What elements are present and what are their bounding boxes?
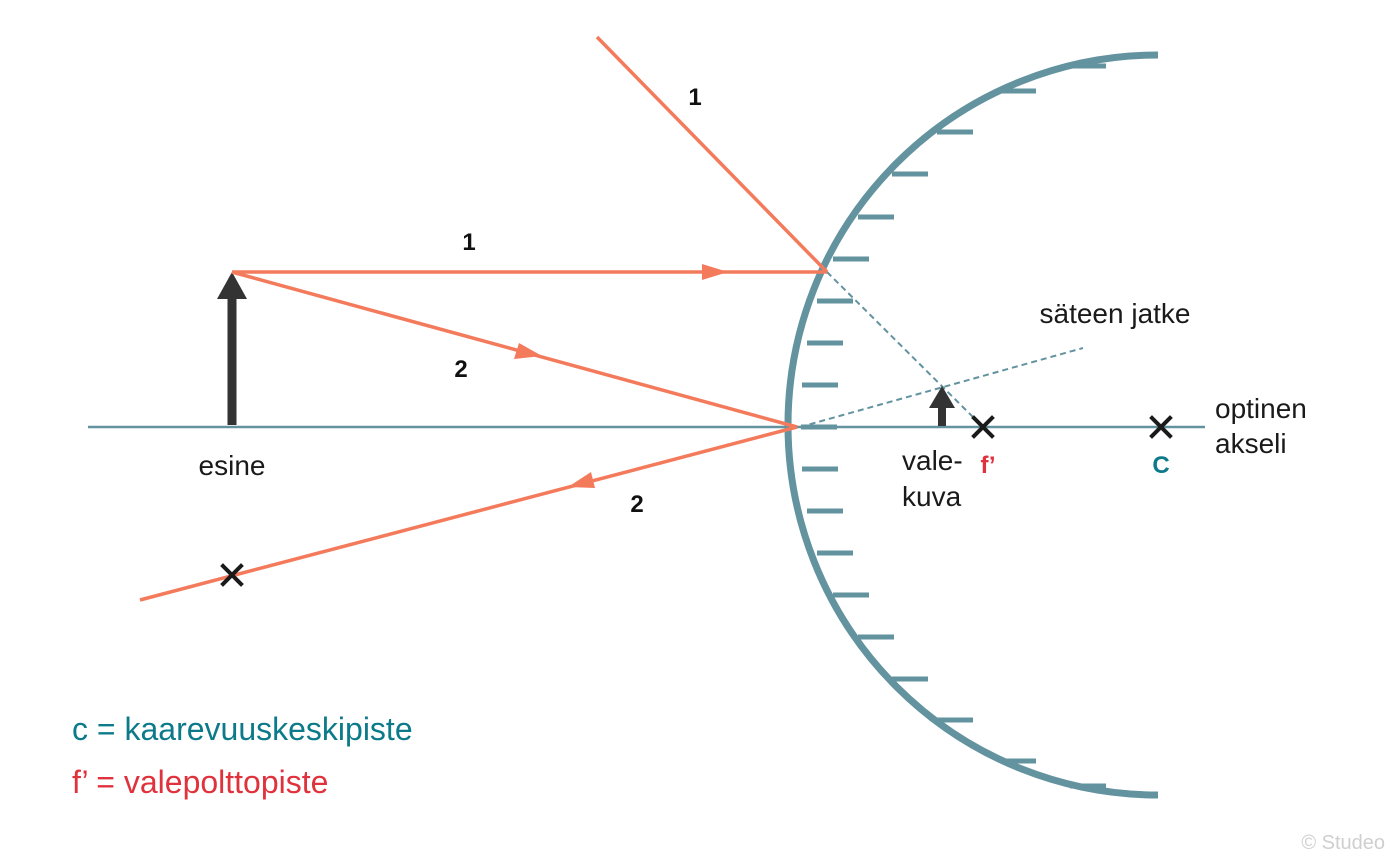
optical-axis-label-line1: optinen [1215,393,1307,424]
ray-2-extension [799,347,1084,428]
center-label: C [1152,452,1169,479]
ray-2-reflected-label: 2 [630,491,643,518]
mirror-hatching [801,63,1106,789]
center-marker [1149,415,1173,439]
ray-2-incident-label: 2 [454,356,467,383]
convex-mirror [784,51,1159,799]
object-arrow [217,272,247,425]
object-label: esine [199,450,266,481]
ray-2-arrowhead [514,343,542,359]
ray-arrowheads [514,264,728,488]
ray-1-reflected [595,35,829,274]
legend-center-definition: c = kaarevuuskeskipiste [72,711,413,747]
ray-1-reflected-label: 1 [688,84,701,111]
virtual-image-label-line1: vale- [902,445,963,476]
ray-1-extension [826,271,984,428]
ray-2-incident [231,270,798,429]
legend-focal-definition: f’ = valepolttopiste [72,764,328,800]
light-rays [139,35,829,602]
virtual-image-arrow [929,386,955,426]
extension-label: säteen jatke [1040,298,1191,329]
focal-point-marker [971,415,995,439]
optical-axis-label-line2: akseli [1215,428,1287,459]
ray-1-incident-label: 1 [462,229,475,256]
ray-1-arrowhead [702,264,728,280]
virtual-image-label-line2: kuva [902,481,962,512]
focal-point-label: f’ [980,452,995,479]
point-markers [220,415,1173,587]
ray-2-reflected [139,425,798,602]
ray-2-reflected-arrowhead [568,472,595,488]
ray-2-object-marker [220,563,244,587]
copyright-text: © Studeo [1301,832,1385,854]
